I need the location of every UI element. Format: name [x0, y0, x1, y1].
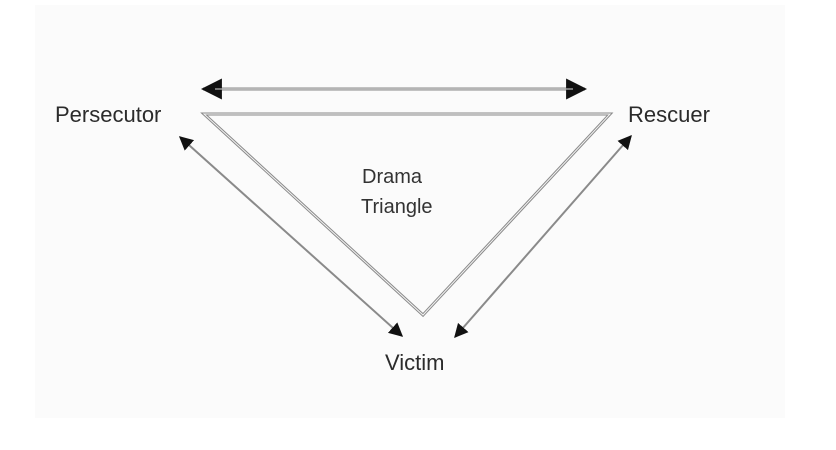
arrow-persecutor-victim [178, 136, 404, 337]
center-label-line2: Triangle [361, 196, 433, 218]
node-rescuer: Rescuer [628, 102, 710, 127]
diagram-background-panel [35, 5, 785, 418]
arrow-rescuer-victim [454, 134, 632, 339]
node-persecutor: Persecutor [55, 102, 161, 127]
node-victim: Victim [385, 350, 445, 375]
center-label-line1: Drama [362, 166, 423, 188]
